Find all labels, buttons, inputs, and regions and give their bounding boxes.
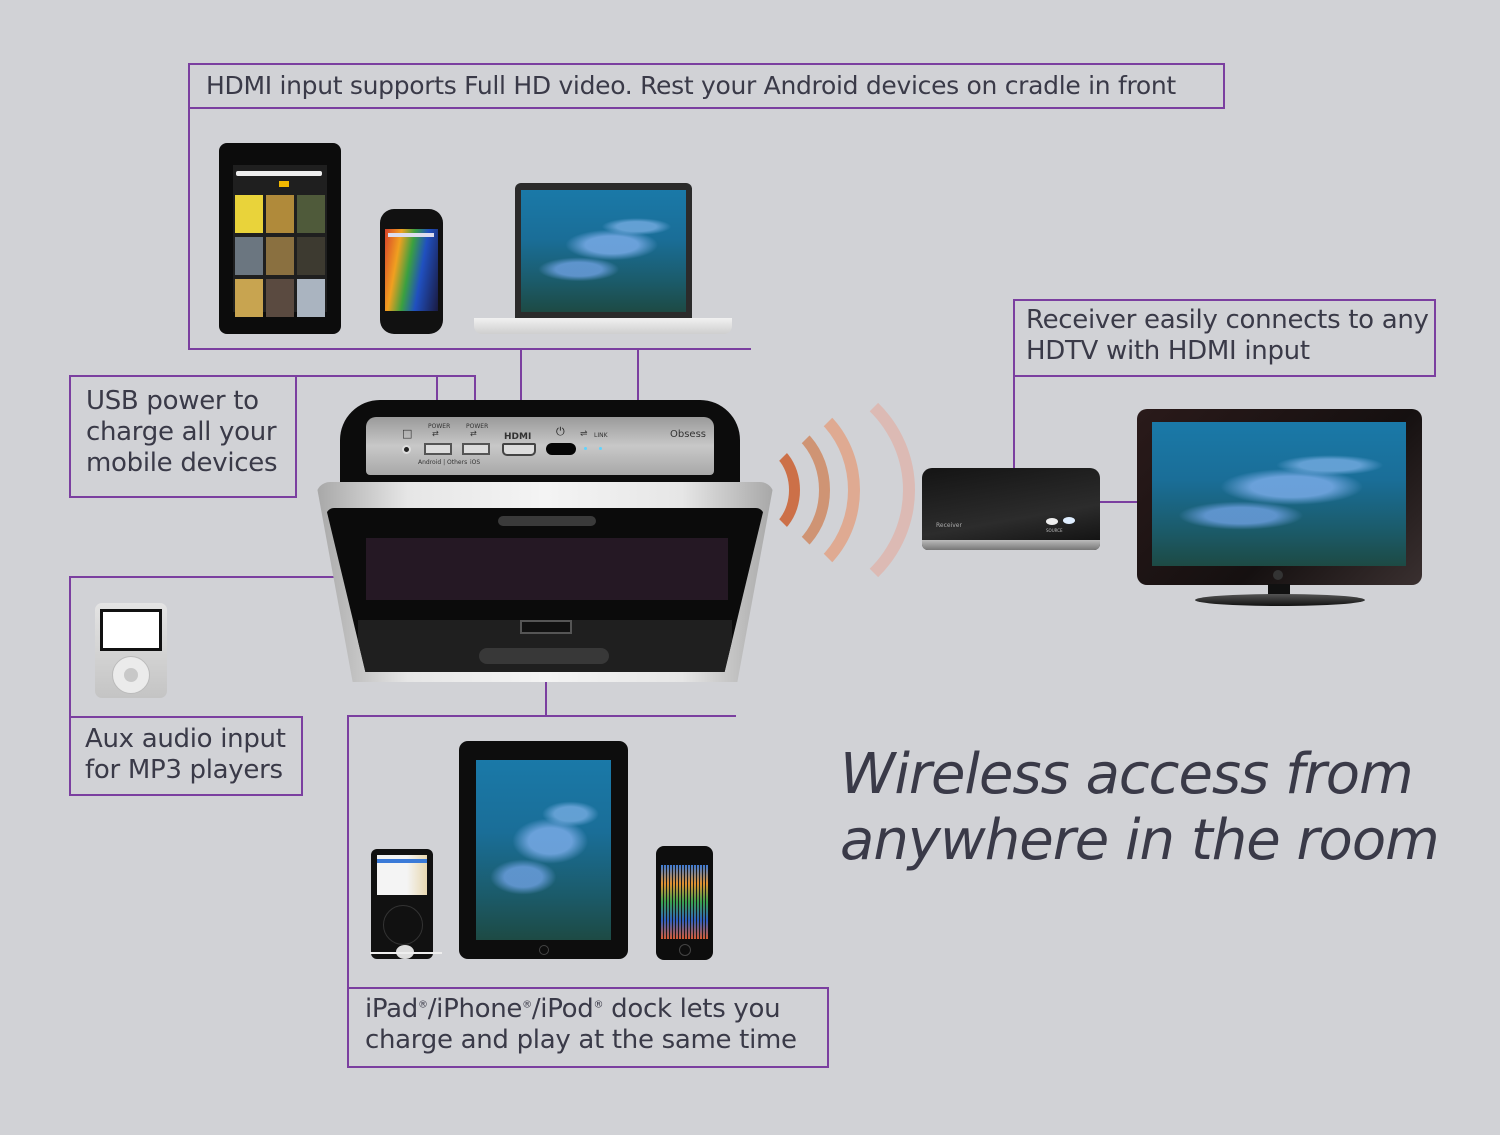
usb2-power-label: POWER [466, 423, 489, 430]
tagline-line1: Wireless access from [840, 742, 1414, 807]
aux-jack[interactable] [402, 445, 411, 454]
receiver-image: Receiver SOURCE [922, 468, 1100, 550]
iphone-image [656, 846, 713, 960]
tv-screen [1152, 422, 1406, 566]
usb-connector-top [295, 375, 476, 377]
usb-callout-line3: mobile devices [86, 448, 278, 478]
ipod-nano-image [95, 603, 167, 698]
receiver-label: Receiver [936, 522, 962, 529]
registered-mark: ® [593, 999, 604, 1011]
link-led-1 [584, 447, 587, 450]
hdmi-port[interactable] [502, 443, 536, 456]
usb-callout-line1: USB power to [86, 386, 259, 416]
receiver-link-button[interactable] [1063, 517, 1075, 524]
dock-callout-box [347, 987, 829, 1068]
laptop-base [474, 318, 732, 334]
hdmi-connector-left [188, 107, 190, 350]
hdmi-label: HDMI [504, 432, 532, 442]
link-led-2 [599, 447, 602, 450]
dock-connector[interactable] [520, 620, 572, 634]
aux-callout-line2: for MP3 players [85, 755, 283, 785]
speaker-icon: □ [402, 427, 413, 440]
registered-mark: ® [417, 999, 428, 1011]
link-label: LINK [594, 432, 608, 439]
usb2-port[interactable] [462, 443, 490, 455]
hdmi-connector-to-port [520, 348, 522, 418]
ipad-screen [476, 760, 611, 940]
usb-callout-box [69, 375, 297, 498]
dock-callout-line2: charge and play at the same time [365, 1025, 797, 1055]
earphones-image [370, 945, 442, 959]
usb1-power-label: POWER [428, 423, 451, 430]
aux-connector-top [69, 576, 409, 578]
receiver-button-label: SOURCE [1046, 528, 1063, 533]
wireless-signal-icon [760, 360, 930, 620]
usb-callout-line2: charge all your [86, 417, 277, 447]
ipod-classic-screen [377, 855, 427, 895]
laptop-image [515, 183, 692, 323]
usb1-connector [436, 375, 438, 415]
dock-callout-line1: iPad®/iPhone®/iPod® dock lets you [365, 994, 781, 1025]
usb2-connector [474, 375, 476, 415]
receiver-callout-line1: Receiver easily connects to any [1026, 305, 1429, 335]
dock-ipod-text: /iPod [531, 994, 594, 1024]
usb1-port[interactable] [424, 443, 452, 455]
tagline-line2: anywhere in the room [840, 808, 1440, 873]
aux-device-frame [69, 576, 71, 718]
dock-connector-left [347, 715, 349, 989]
brand-label: Obsess [670, 429, 707, 440]
usb-icon: ⇄ [470, 429, 477, 438]
hdmi-connector-bottom [188, 348, 751, 350]
dock-ipad-text: iPad [365, 994, 418, 1024]
receiver-callout-box [1013, 299, 1436, 377]
dock-iphone-text: /iPhone [427, 994, 523, 1024]
ipod-classic-image [371, 849, 433, 959]
dock-connector-top [347, 715, 736, 717]
hdtv-image [1137, 409, 1422, 585]
tv-stand-base [1195, 594, 1365, 606]
aux-callout-line1: Aux audio input [85, 724, 286, 754]
android-phone-image [380, 209, 443, 334]
hub-control-panel: □ POWER ⇄ Android | Others POWER ⇄ iOS H… [366, 417, 714, 475]
hdmi-callout-text: HDMI input supports Full HD video. Rest … [206, 71, 1176, 100]
laptop-screen [521, 190, 686, 312]
iphone-screen [661, 865, 708, 939]
aux-callout-box [69, 716, 303, 796]
android-tablet-image [219, 143, 341, 334]
usb2-sub-label: iOS [470, 459, 481, 466]
dock-rest-text: dock lets you [603, 994, 781, 1024]
hdmi-callout-box [188, 63, 1225, 109]
receiver-connector [1013, 375, 1015, 472]
registered-mark: ® [522, 999, 532, 1011]
usb-icon: ⇄ [432, 429, 439, 438]
click-wheel [112, 656, 150, 694]
ipad-image [459, 741, 628, 959]
receiver-source-button[interactable] [1046, 518, 1058, 525]
usb1-sub-label: Android | Others [418, 459, 468, 466]
cradle-rest [479, 648, 609, 664]
power-icon: ⏻ [556, 425, 565, 438]
ipod-nano-screen [100, 609, 162, 651]
link-icon: ⇌ [580, 429, 588, 439]
receiver-callout-line2: HDTV with HDMI input [1026, 336, 1310, 366]
hub-cradle [326, 508, 764, 672]
power-button[interactable] [546, 443, 576, 455]
receiver-tv-connector [1098, 501, 1140, 503]
tablet-screen [233, 165, 327, 317]
